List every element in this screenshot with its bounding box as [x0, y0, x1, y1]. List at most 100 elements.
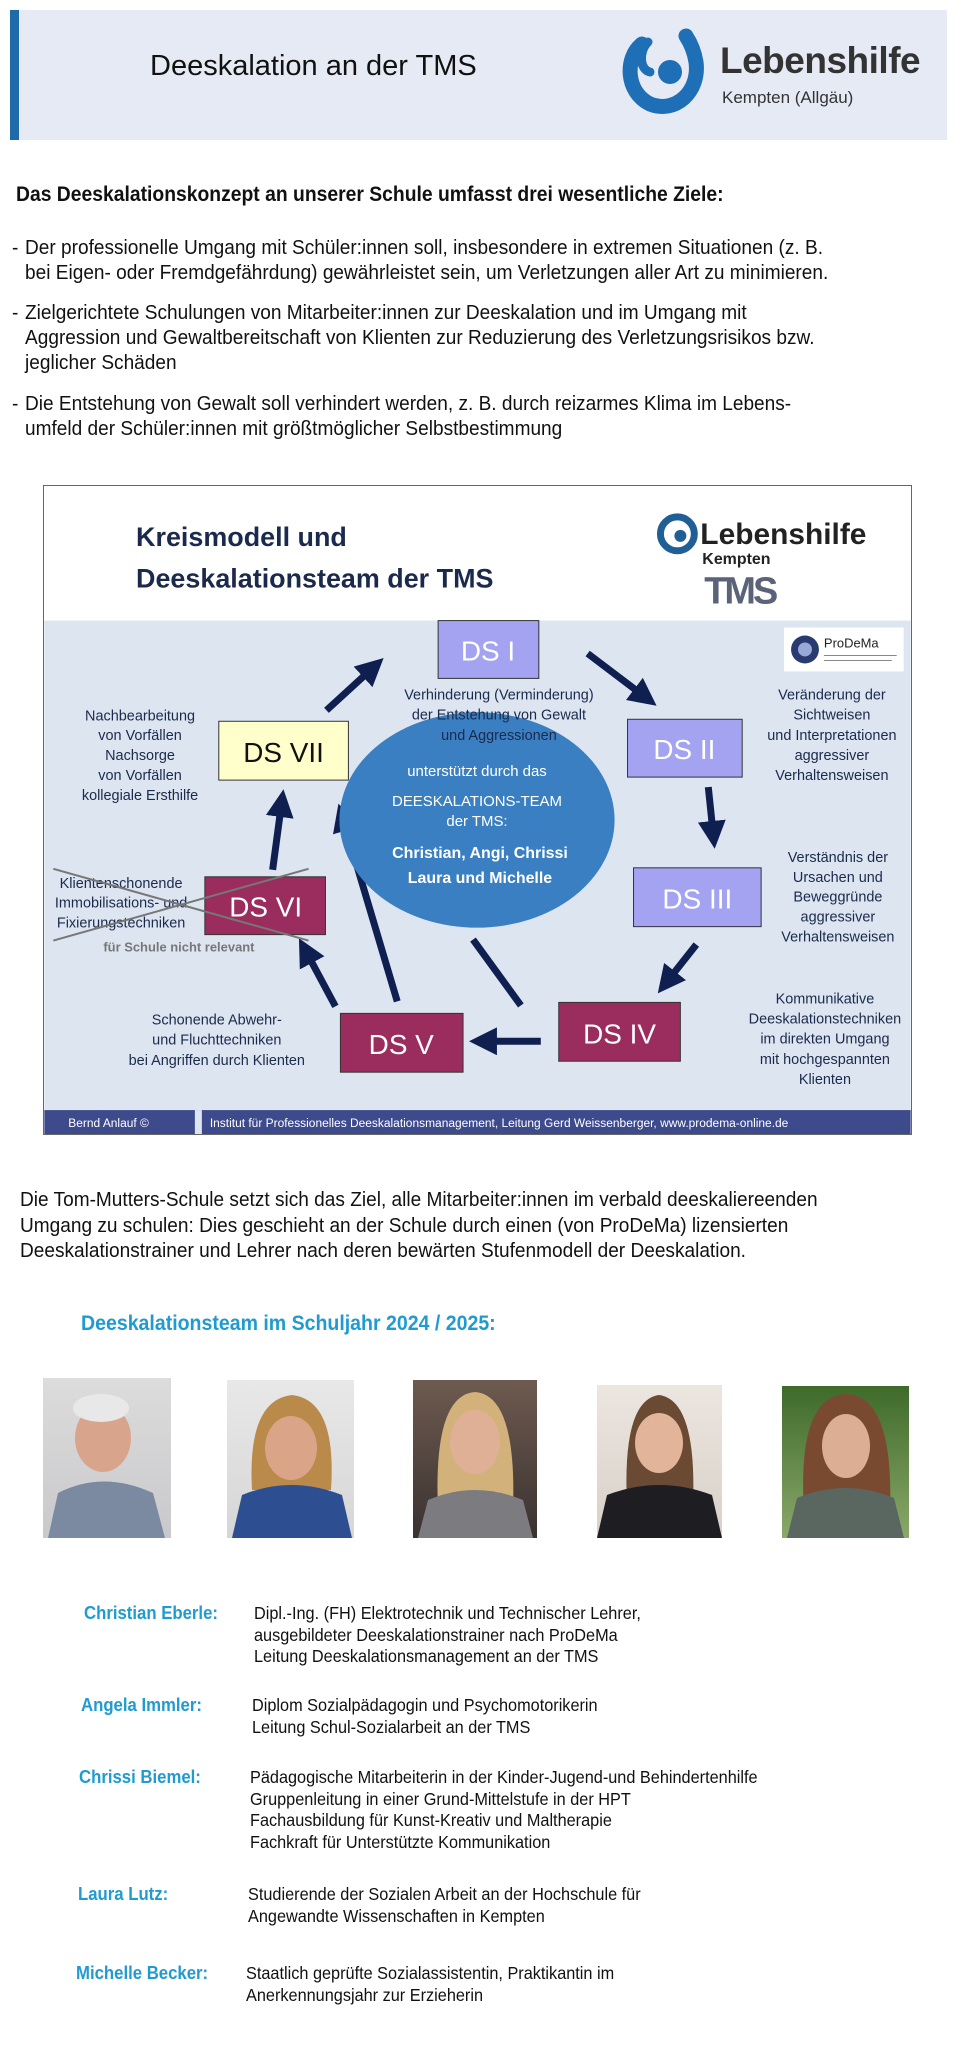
ds2-description: und Interpretationen: [767, 728, 896, 744]
page-header: [10, 10, 947, 140]
team-heading: Deeskalationsteam im Schuljahr 2024 / 20…: [81, 1312, 496, 1335]
ds3-description: Verhaltensweisen: [781, 930, 894, 946]
stage-label-ds3: DS III: [662, 884, 732, 915]
ds5-description: Schonende Abwehr-: [152, 1012, 282, 1028]
arrow-ds7-ds1: [324, 658, 384, 713]
member-photo-christian: [43, 1378, 171, 1538]
ds7-description: Nachbearbeitung: [85, 708, 195, 724]
stage-label-ds6: DS VI: [229, 892, 302, 923]
ds4-description: Kommunikative: [776, 991, 875, 1007]
ds3-description: Verständnis der: [788, 850, 889, 866]
ellipse-text: Laura und Michelle: [408, 870, 552, 887]
member-description: Pädagogische Mitarbeiterin in der Kinder…: [250, 1767, 758, 1853]
ds2-description: Veränderung der: [778, 687, 886, 703]
stage-box-ds2: [627, 718, 743, 778]
description-line: ausgebildeter Deeskalationstrainer nach …: [254, 1624, 618, 1645]
bullet-line: Der professionelle Umgang mit Schüler:in…: [25, 236, 823, 259]
bullet-line: umfeld der Schüler:innen mit größtmöglic…: [25, 417, 563, 440]
description-line: Staatlich geprüfte Sozialassistentin, Pr…: [246, 1963, 615, 1983]
stage-box-ds1: [437, 620, 540, 679]
arrow-ds3-ds4: [657, 942, 700, 994]
footer-institute: Institut für Professionelles Deeskalatio…: [210, 1116, 789, 1130]
stage-box-ds6: [204, 876, 326, 936]
ds2-description: Sichtweisen: [793, 707, 870, 723]
goal-bullet-1: - Der professionelle Umgang mit Schüler:…: [12, 235, 828, 285]
member-description: Studierende der Sozialen Arbeit an der H…: [248, 1884, 641, 1927]
ellipse-text: der TMS:: [446, 813, 507, 830]
stage-label-ds4: DS IV: [583, 1018, 656, 1049]
lebenshilfe-logo: Lebenshilfe Kempten (Allgäu): [620, 22, 921, 122]
description-line: Pädagogische Mitarbeiterin in der Kinder…: [250, 1767, 758, 1787]
paragraph-line: Die Tom-Mutters-Schule setzt sich das Zi…: [20, 1188, 818, 1211]
team-ellipse: [339, 712, 615, 928]
bullet-line: bei Eigen- oder Fremdgefährdung) gewährl…: [25, 261, 829, 284]
ds6-description: Fixierungstechniken: [57, 916, 185, 932]
bullet-marker: -: [12, 392, 19, 415]
description-line: Leitung Schul-Sozialarbeit an der TMS: [252, 1716, 531, 1737]
arrow-ds5-ds6: [298, 938, 339, 1009]
bullet-line: Zielgerichtete Schulungen von Mitarbeite…: [25, 301, 747, 324]
description-line: Angewandte Wissenschaften in Kempten: [248, 1905, 545, 1926]
stage-label-ds7: DS VII: [243, 737, 324, 768]
ds2-description: Verhaltensweisen: [775, 768, 888, 784]
lebenshilfe-emblem-icon: [622, 28, 704, 114]
ds4-description: mit hochgespannten: [760, 1052, 890, 1068]
ds1-description: und Aggressionen: [441, 728, 557, 744]
description-line: Dipl.-Ing. (FH) Elektrotechnik und Techn…: [254, 1603, 641, 1623]
ds1-description: Verhinderung (Verminderung): [404, 687, 593, 703]
arrow-ds6-ds7: [265, 789, 294, 871]
member-description: Diplom Sozialpädagogin und Psychomotorik…: [252, 1695, 598, 1738]
logo-subtitle: Kempten (Allgäu): [722, 88, 854, 107]
description-line: Studierende der Sozialen Arbeit an der H…: [248, 1884, 641, 1904]
diagram-title-area: [44, 486, 911, 621]
description-line: Anerkennungsjahr zur Erzieherin: [246, 1984, 484, 2005]
ds4-description: Klienten: [799, 1072, 851, 1088]
member-name: Chrissi Biemel:: [79, 1767, 201, 1787]
description-line: Leitung Deeskalationsmanagement an der T…: [254, 1646, 599, 1666]
circle-model-diagram: Kreismodell und Deeskalationsteam der TM…: [43, 485, 912, 1135]
description-line: Gruppenleitung in einer Grund-Mittelstuf…: [250, 1788, 631, 1809]
ds1-description: der Entstehung von Gewalt: [412, 707, 586, 723]
bullet-line: jeglicher Schäden: [25, 351, 177, 374]
ellipse-text: Christian, Angi, Chrissi: [392, 845, 568, 862]
ds7-description: von Vorfällen: [98, 768, 181, 784]
member-photo-laura: [597, 1385, 722, 1538]
ds7-description: Nachsorge: [105, 748, 175, 764]
ds6-description: Klientenschonende: [60, 876, 183, 892]
ds6-cross-out: [53, 867, 309, 942]
ds6-description: Immobilisations- und: [55, 896, 187, 912]
arrow-ds4-center: [470, 937, 524, 1008]
logo-name: Lebenshilfe: [720, 40, 921, 81]
prodema-logo: ProDeMa: [784, 627, 904, 672]
member-photo-michelle: [782, 1386, 909, 1538]
bullet-line: Die Entstehung von Gewalt soll verhinder…: [25, 392, 792, 415]
member-name: Laura Lutz:: [78, 1884, 169, 1904]
arrow-ds1-ds2: [585, 650, 657, 706]
ds3-description: Ursachen und: [793, 870, 883, 886]
stage-label-ds2: DS II: [653, 734, 715, 765]
stage-box-ds4: [558, 1001, 681, 1062]
ds7-description: von Vorfällen: [98, 728, 181, 744]
description-line: Fachausbildung für Kunst-Kreativ und Mal…: [250, 1810, 612, 1830]
ellipse-text: DEESKALATIONS-TEAM: [392, 793, 562, 810]
stage-box-ds5: [339, 1012, 464, 1073]
training-paragraph: Die Tom-Mutters-Schule setzt sich das Zi…: [20, 1187, 818, 1264]
goal-bullet-3: - Die Entstehung von Gewalt soll verhind…: [12, 391, 791, 441]
intro-heading: Das Deeskalationskonzept an unserer Schu…: [16, 183, 724, 206]
ds3-description: Beweggründe: [793, 890, 882, 906]
member-description: Dipl.-Ing. (FH) Elektrotechnik und Techn…: [254, 1603, 641, 1668]
stage-label-ds1: DS I: [461, 635, 515, 666]
bullet-line: Aggression und Gewaltbereitschaft von Kl…: [25, 326, 815, 349]
description-line: Diplom Sozialpädagogin und Psychomotorik…: [252, 1695, 598, 1715]
lebenshilfe-kempten-logo: Lebenshilfe Kempten: [656, 513, 866, 568]
ds7-description: kollegiale Ersthilfe: [82, 788, 198, 804]
ds6-note: für Schule nicht relevant: [103, 940, 255, 955]
page-title: Deeskalation an der TMS: [150, 50, 477, 82]
paragraph-line: Deeskalationstrainer und Lehrer nach der…: [20, 1239, 746, 1262]
member-name: Angela Immler:: [81, 1695, 202, 1715]
ds5-description: bei Angriffen durch Klienten: [129, 1053, 305, 1069]
arrow-ds2-ds3: [697, 786, 726, 849]
member-photo-angela: [227, 1380, 354, 1538]
ds3-description: aggressiver: [801, 910, 876, 926]
ellipse-text: unterstützt durch das: [407, 763, 546, 780]
